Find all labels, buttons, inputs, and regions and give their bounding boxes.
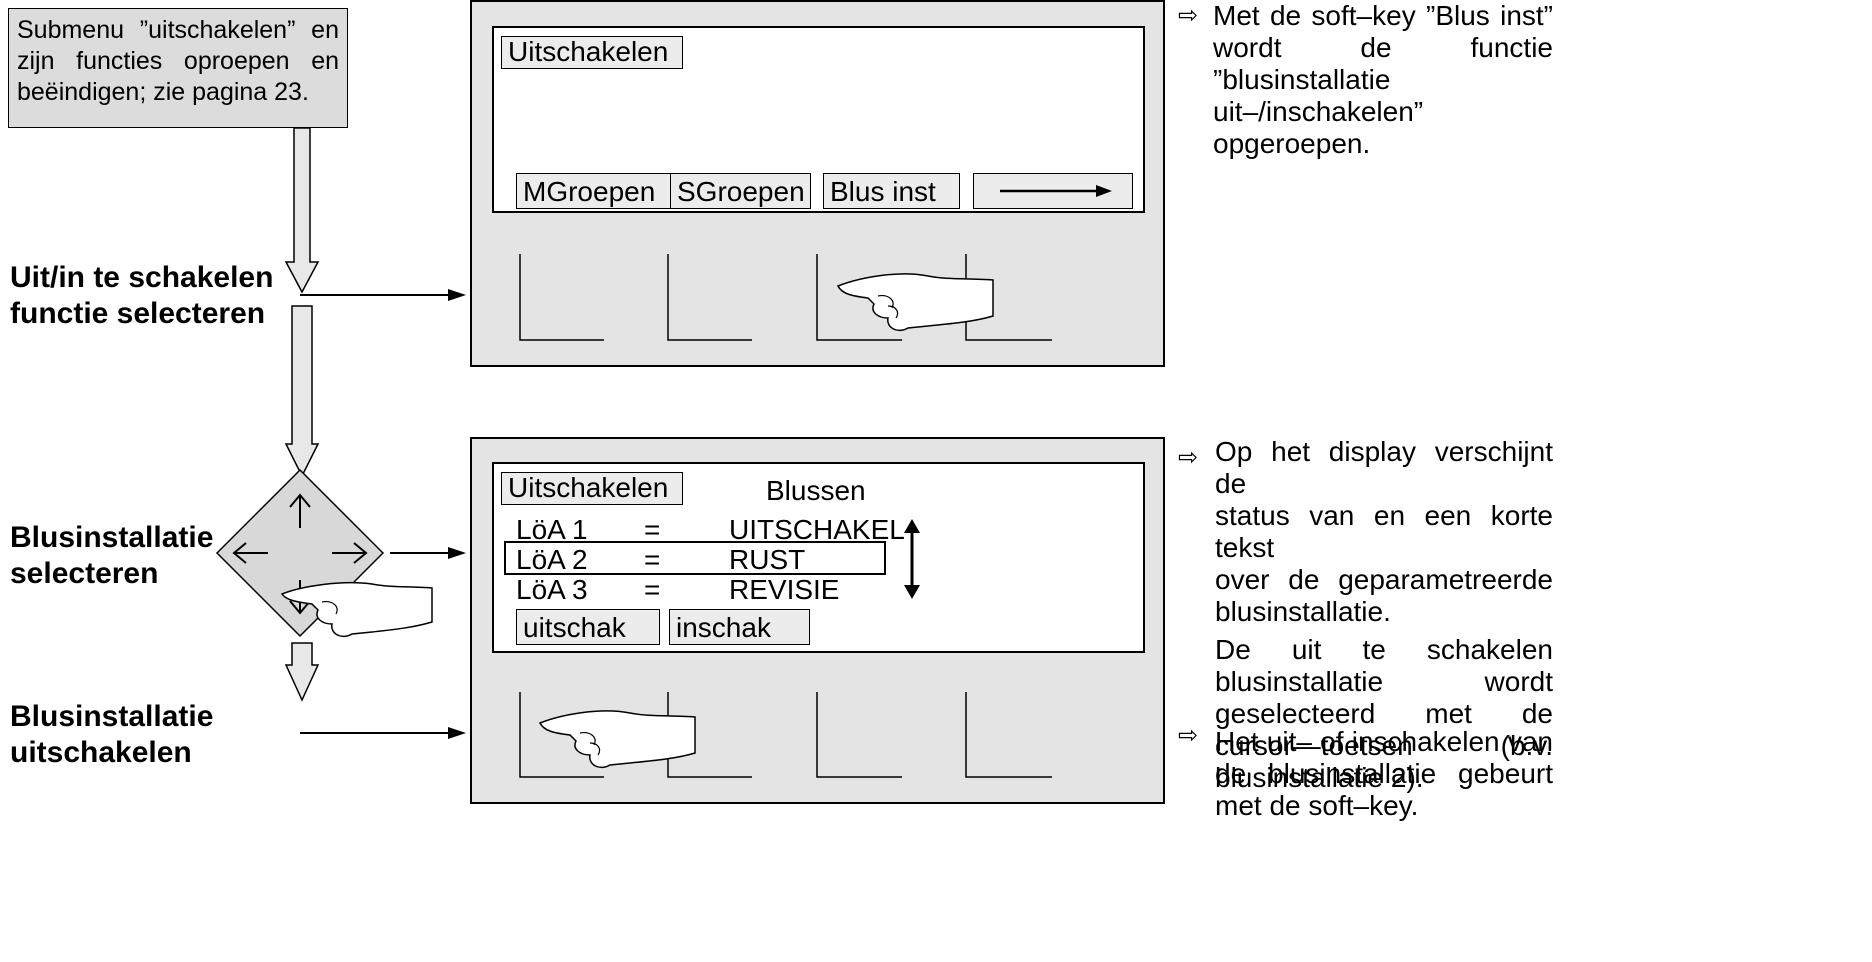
softkey-mgroepen[interactable]: MGroepen: [516, 173, 672, 209]
row3-eq: =: [644, 574, 661, 605]
pointing-hand-icon: [836, 273, 994, 332]
note-marker-3: ⇨: [1178, 721, 1198, 749]
softkey-blus-inst[interactable]: Blus inst: [823, 173, 960, 209]
down-arrow-3: [284, 642, 320, 702]
note-2: Op het display verschijnt de status van …: [1215, 436, 1553, 793]
step-label-3: Blusinstallatie uitschakelen: [10, 700, 214, 769]
arrow-to-panel-2b: [300, 727, 466, 739]
hardkey-7[interactable]: [816, 692, 902, 778]
softkey-sgroepen[interactable]: SGroepen: [670, 173, 811, 209]
note-marker-2: ⇨: [1178, 443, 1198, 471]
intro-text: Submenu ”uitschakelen” en zijn functies …: [17, 16, 339, 106]
hardkey-8[interactable]: [965, 692, 1052, 778]
row2-status: RUST: [729, 544, 806, 575]
lcd-screen-2: Uitschakelen Blussen LöA 1 = UITSCHAKEL …: [492, 462, 1145, 653]
step-label-1: Uit/in te schakelen functie selecteren: [10, 261, 274, 330]
softkey-uitschak[interactable]: uitschak: [516, 609, 660, 645]
step-label-2: Blusinstallatie selecteren: [10, 521, 214, 590]
down-arrow-1: [284, 127, 320, 294]
hardkey-3[interactable]: [816, 254, 902, 341]
screen2-header: Blussen: [766, 475, 866, 506]
lcd-screen-1: Uitschakelen MGroepen SGroepen Blus inst: [492, 26, 1145, 213]
row3-name: LöA 3: [516, 574, 588, 605]
hardkey-5[interactable]: [519, 692, 604, 778]
row1-name: LöA 1: [516, 514, 588, 545]
note-marker-1: ⇨: [1178, 1, 1198, 29]
control-panel-2: Uitschakelen Blussen LöA 1 = UITSCHAKEL …: [470, 437, 1165, 804]
softkey-next[interactable]: [973, 173, 1133, 209]
arrow-to-panel-2a: [390, 547, 466, 559]
panel2-keys: [519, 692, 1052, 778]
note-3: Het uit– of inschakelen van de blusinsta…: [1215, 726, 1553, 821]
down-arrow-2: [284, 305, 320, 478]
screen2-title: Uitschakelen: [501, 472, 683, 505]
arrow-to-panel-1: [300, 289, 466, 301]
row1-eq: =: [644, 514, 661, 545]
screen1-title: Uitschakelen: [501, 36, 683, 69]
hardkey-2[interactable]: [667, 254, 752, 341]
row2-eq: =: [644, 544, 661, 575]
hardkey-1[interactable]: [519, 254, 604, 341]
right-arrow-icon: [1000, 185, 1112, 197]
row3-status: REVISIE: [729, 574, 840, 605]
scroll-updown-icon: [904, 519, 920, 599]
row2-name: LöA 2: [516, 544, 588, 575]
intro-box: Submenu ”uitschakelen” en zijn functies …: [8, 8, 348, 128]
pointing-hand-icon: [280, 581, 433, 638]
row1-status: UITSCHAKEL: [729, 514, 905, 545]
control-panel-1: Uitschakelen MGroepen SGroepen Blus inst: [470, 0, 1165, 367]
pointing-hand-icon: [538, 710, 696, 769]
selected-row-highlight: [504, 541, 886, 575]
note-1: Met de soft–key ”Blus inst” wordt de fun…: [1213, 0, 1553, 159]
softkey-inschak[interactable]: inschak: [669, 609, 810, 645]
panel1-keys: [519, 254, 1052, 341]
